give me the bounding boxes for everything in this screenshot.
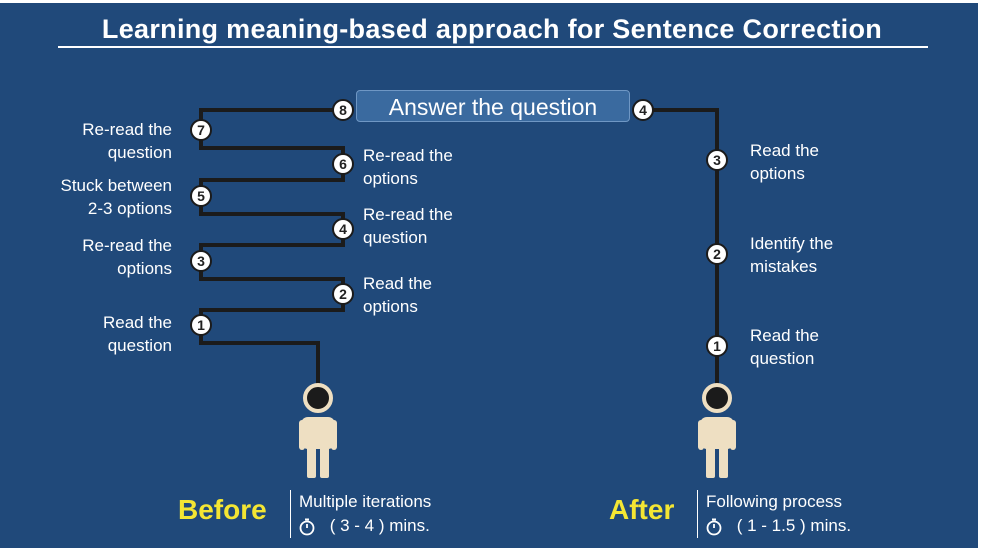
after-step-2-badge: 2 (706, 243, 728, 265)
title-underline (58, 46, 928, 48)
svg-text:2: 2 (339, 286, 347, 302)
svg-text:6: 6 (339, 156, 347, 172)
after-step-3-badge: 3 (706, 149, 728, 171)
after-path (643, 108, 719, 384)
after-time-value: ( 1 - 1.5 ) mins. (736, 516, 852, 535)
before-step-6-badge: 6 (332, 153, 354, 175)
before-step-8-badge: 8 (332, 99, 354, 121)
before-step-5-badge: 5 (190, 185, 212, 207)
stopwatch-icon (706, 518, 722, 535)
before-step-4-badge: 4 (332, 218, 354, 240)
after-description: Following process (706, 492, 843, 511)
before-path (199, 108, 345, 384)
before-separator (290, 490, 291, 538)
svg-text:3: 3 (197, 253, 205, 269)
svg-text:7: 7 (197, 122, 205, 138)
before-time: ( 3 - 4 ) mins. (299, 515, 430, 537)
svg-text:1: 1 (197, 317, 205, 333)
before-time-value: ( 3 - 4 ) mins. (329, 516, 430, 535)
svg-text:4: 4 (639, 102, 647, 118)
svg-text:4: 4 (339, 221, 347, 237)
after-separator (697, 490, 698, 538)
svg-text:3: 3 (713, 152, 721, 168)
after-step-4-badge: 4 (632, 99, 654, 121)
after-step-1-badge: 1 (706, 335, 728, 357)
stopwatch-icon (299, 518, 315, 535)
before-label: Before (178, 494, 267, 525)
svg-text:2: 2 (713, 246, 721, 262)
before-step-2-badge: 2 (332, 283, 354, 305)
after-label: After (609, 494, 675, 525)
svg-text:8: 8 (339, 102, 347, 118)
before-step-3-badge: 3 (190, 250, 212, 272)
svg-text:1: 1 (713, 338, 721, 354)
person-icon (299, 383, 337, 478)
after-time: ( 1 - 1.5 ) mins. (706, 515, 851, 537)
svg-text:5: 5 (197, 188, 205, 204)
before-step-7-badge: 7 (190, 119, 212, 141)
before-description: Multiple iterations (299, 492, 432, 511)
answer-the-question-box: Answer the question (356, 90, 630, 122)
page-title: Learning meaning-based approach for Sent… (101, 14, 883, 44)
before-step-1-badge: 1 (190, 314, 212, 336)
person-icon (698, 383, 736, 478)
